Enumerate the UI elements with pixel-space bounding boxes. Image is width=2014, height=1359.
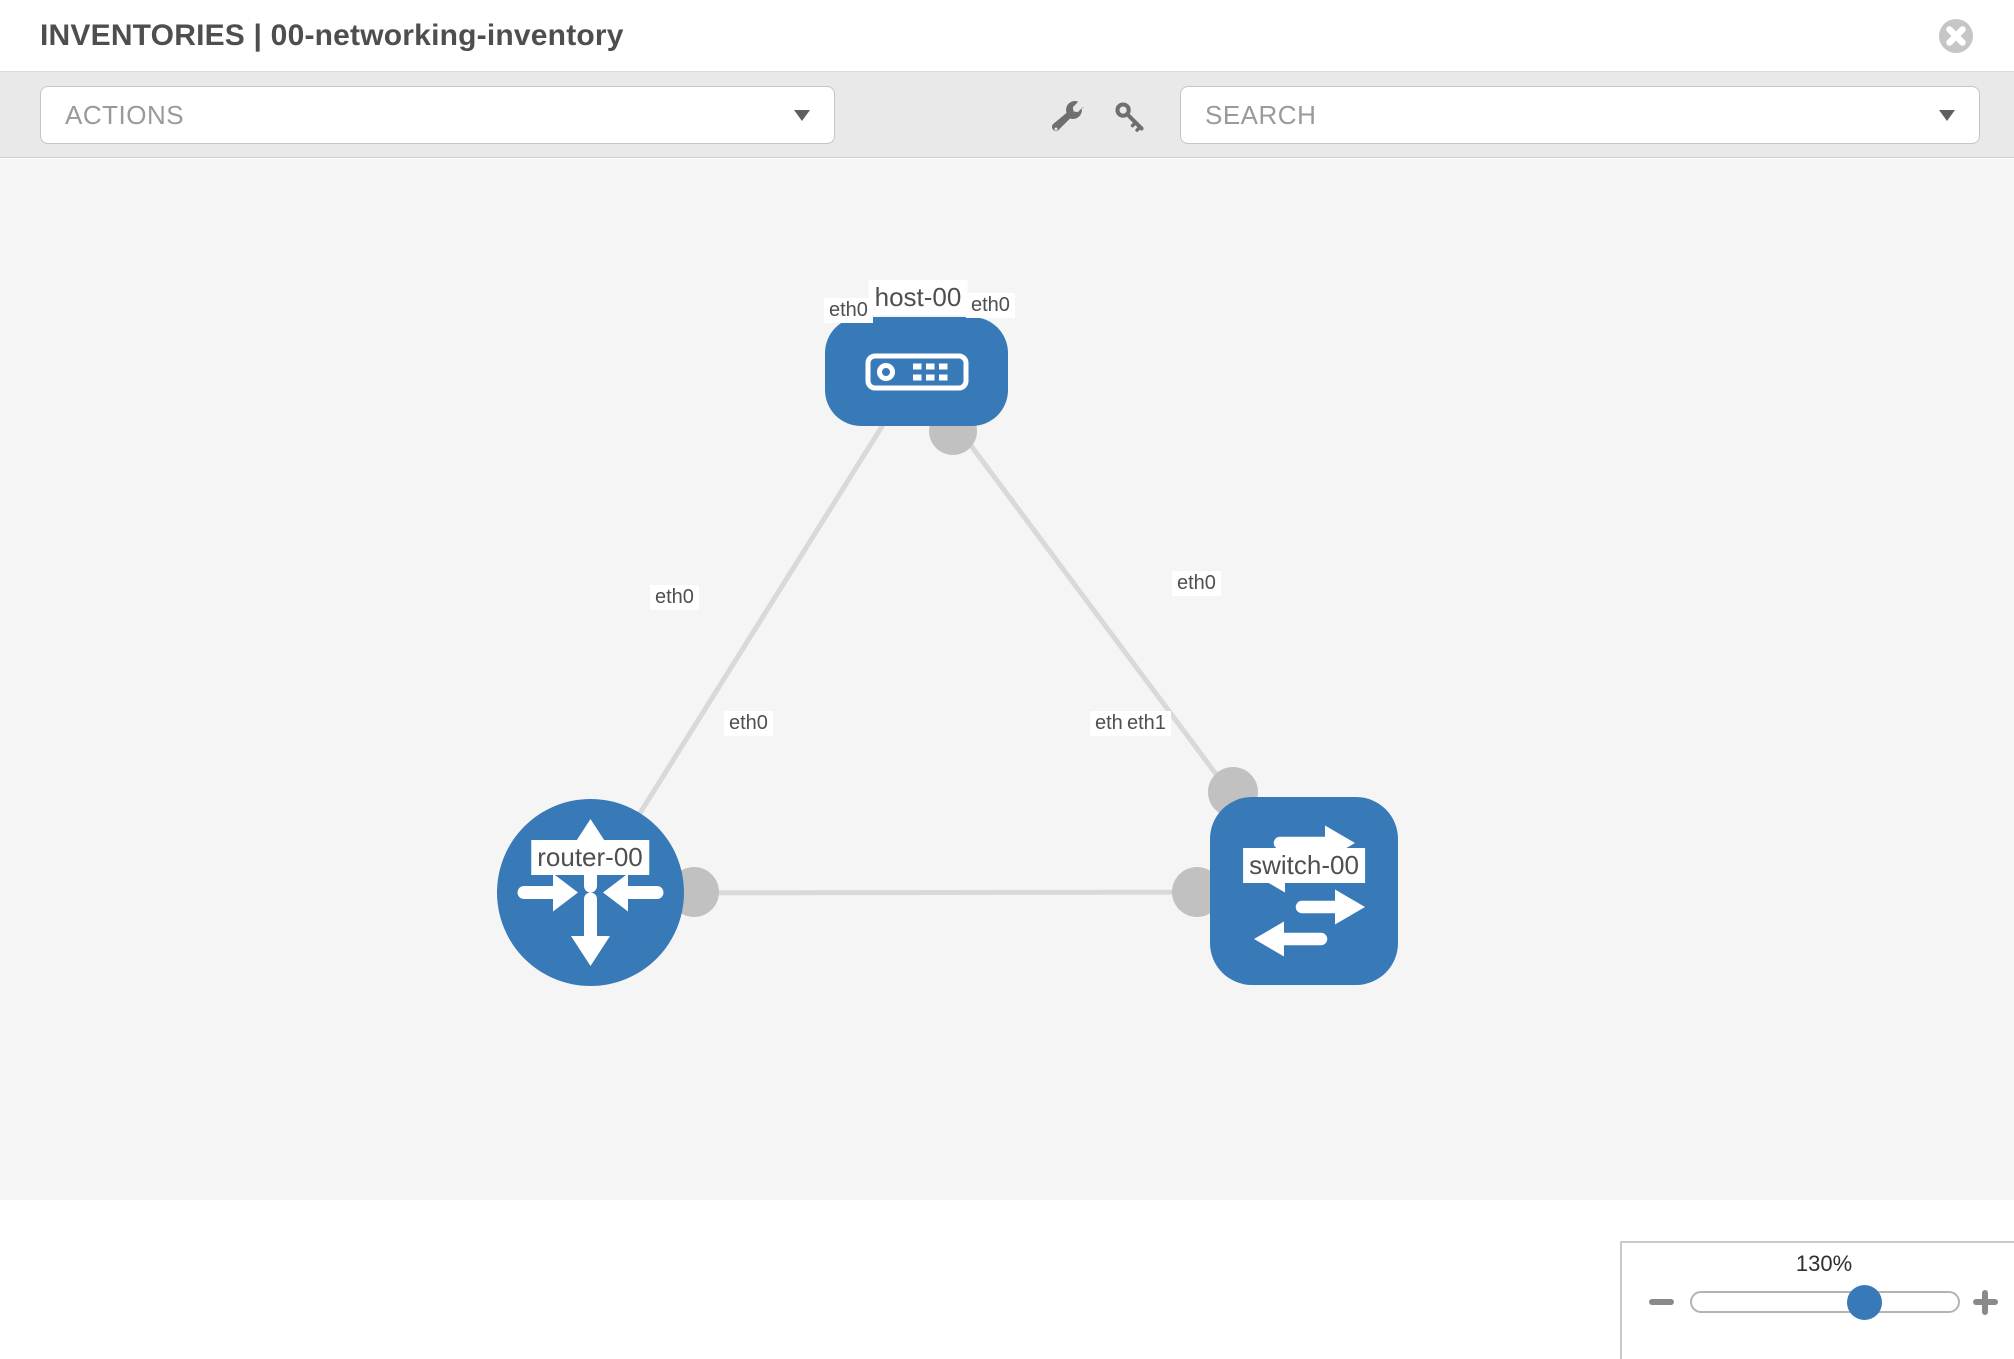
toolbar: ACTIONS SEARCH bbox=[0, 71, 2014, 158]
credentials-button[interactable] bbox=[1111, 98, 1149, 136]
node-host[interactable] bbox=[825, 317, 1008, 426]
zoom-slider-track[interactable] bbox=[1690, 1291, 1960, 1313]
close-button[interactable] bbox=[1938, 18, 1974, 54]
caret-down-icon bbox=[1939, 110, 1955, 121]
actions-dropdown-label: ACTIONS bbox=[65, 99, 185, 130]
link-host-router bbox=[587, 370, 919, 895]
header-bar: INVENTORIES | 00-networking-inventory bbox=[0, 0, 2014, 71]
switch-mid-interface-dot bbox=[1172, 867, 1222, 917]
node-label-router: router-00 bbox=[531, 840, 649, 875]
zoom-level-readout: 130% bbox=[1795, 1251, 1853, 1276]
actions-dropdown[interactable]: ACTIONS bbox=[40, 86, 835, 144]
iface-label-switch-uplink: eth0 bbox=[1172, 571, 1221, 596]
minus-icon bbox=[1648, 1299, 1674, 1305]
search-dropdown-label: SEARCH bbox=[1205, 99, 1317, 130]
zoom-out-button[interactable] bbox=[1644, 1285, 1678, 1319]
close-icon bbox=[1939, 19, 1973, 53]
links-layer bbox=[587, 370, 1307, 917]
node-switch[interactable] bbox=[1210, 797, 1398, 985]
zoom-panel: 130% bbox=[1620, 1241, 2014, 1359]
page-title: INVENTORIES | 00-networking-inventory bbox=[40, 19, 624, 52]
zoom-in-button[interactable] bbox=[1968, 1285, 2002, 1319]
caret-down-icon bbox=[794, 110, 810, 121]
zoom-slider-thumb[interactable] bbox=[1847, 1285, 1882, 1320]
search-dropdown[interactable]: SEARCH bbox=[1180, 86, 1980, 144]
node-label-switch: switch-00 bbox=[1243, 848, 1365, 883]
iface-label-router-to-switch: eth0 bbox=[724, 711, 773, 736]
key-icon bbox=[1115, 102, 1144, 132]
iface-label-host-left: eth0 bbox=[824, 298, 873, 323]
plus-icon bbox=[1972, 1289, 1998, 1315]
wrench-icon bbox=[1052, 101, 1084, 131]
topology-canvas[interactable]: host-00 router-00 switch-00 eth0 eth0 et… bbox=[0, 159, 2014, 1359]
router-icon bbox=[517, 819, 664, 966]
iface-label-router-uplink: eth0 bbox=[650, 585, 699, 610]
node-label-host: host-00 bbox=[868, 280, 968, 315]
node-router[interactable] bbox=[497, 799, 684, 986]
switch-icon bbox=[1254, 825, 1365, 957]
iface-label-switch-front: eth1 bbox=[1122, 711, 1171, 736]
host-icon bbox=[865, 353, 968, 390]
tools-button[interactable] bbox=[1049, 98, 1087, 136]
iface-label-host-right: eth0 bbox=[966, 293, 1015, 318]
